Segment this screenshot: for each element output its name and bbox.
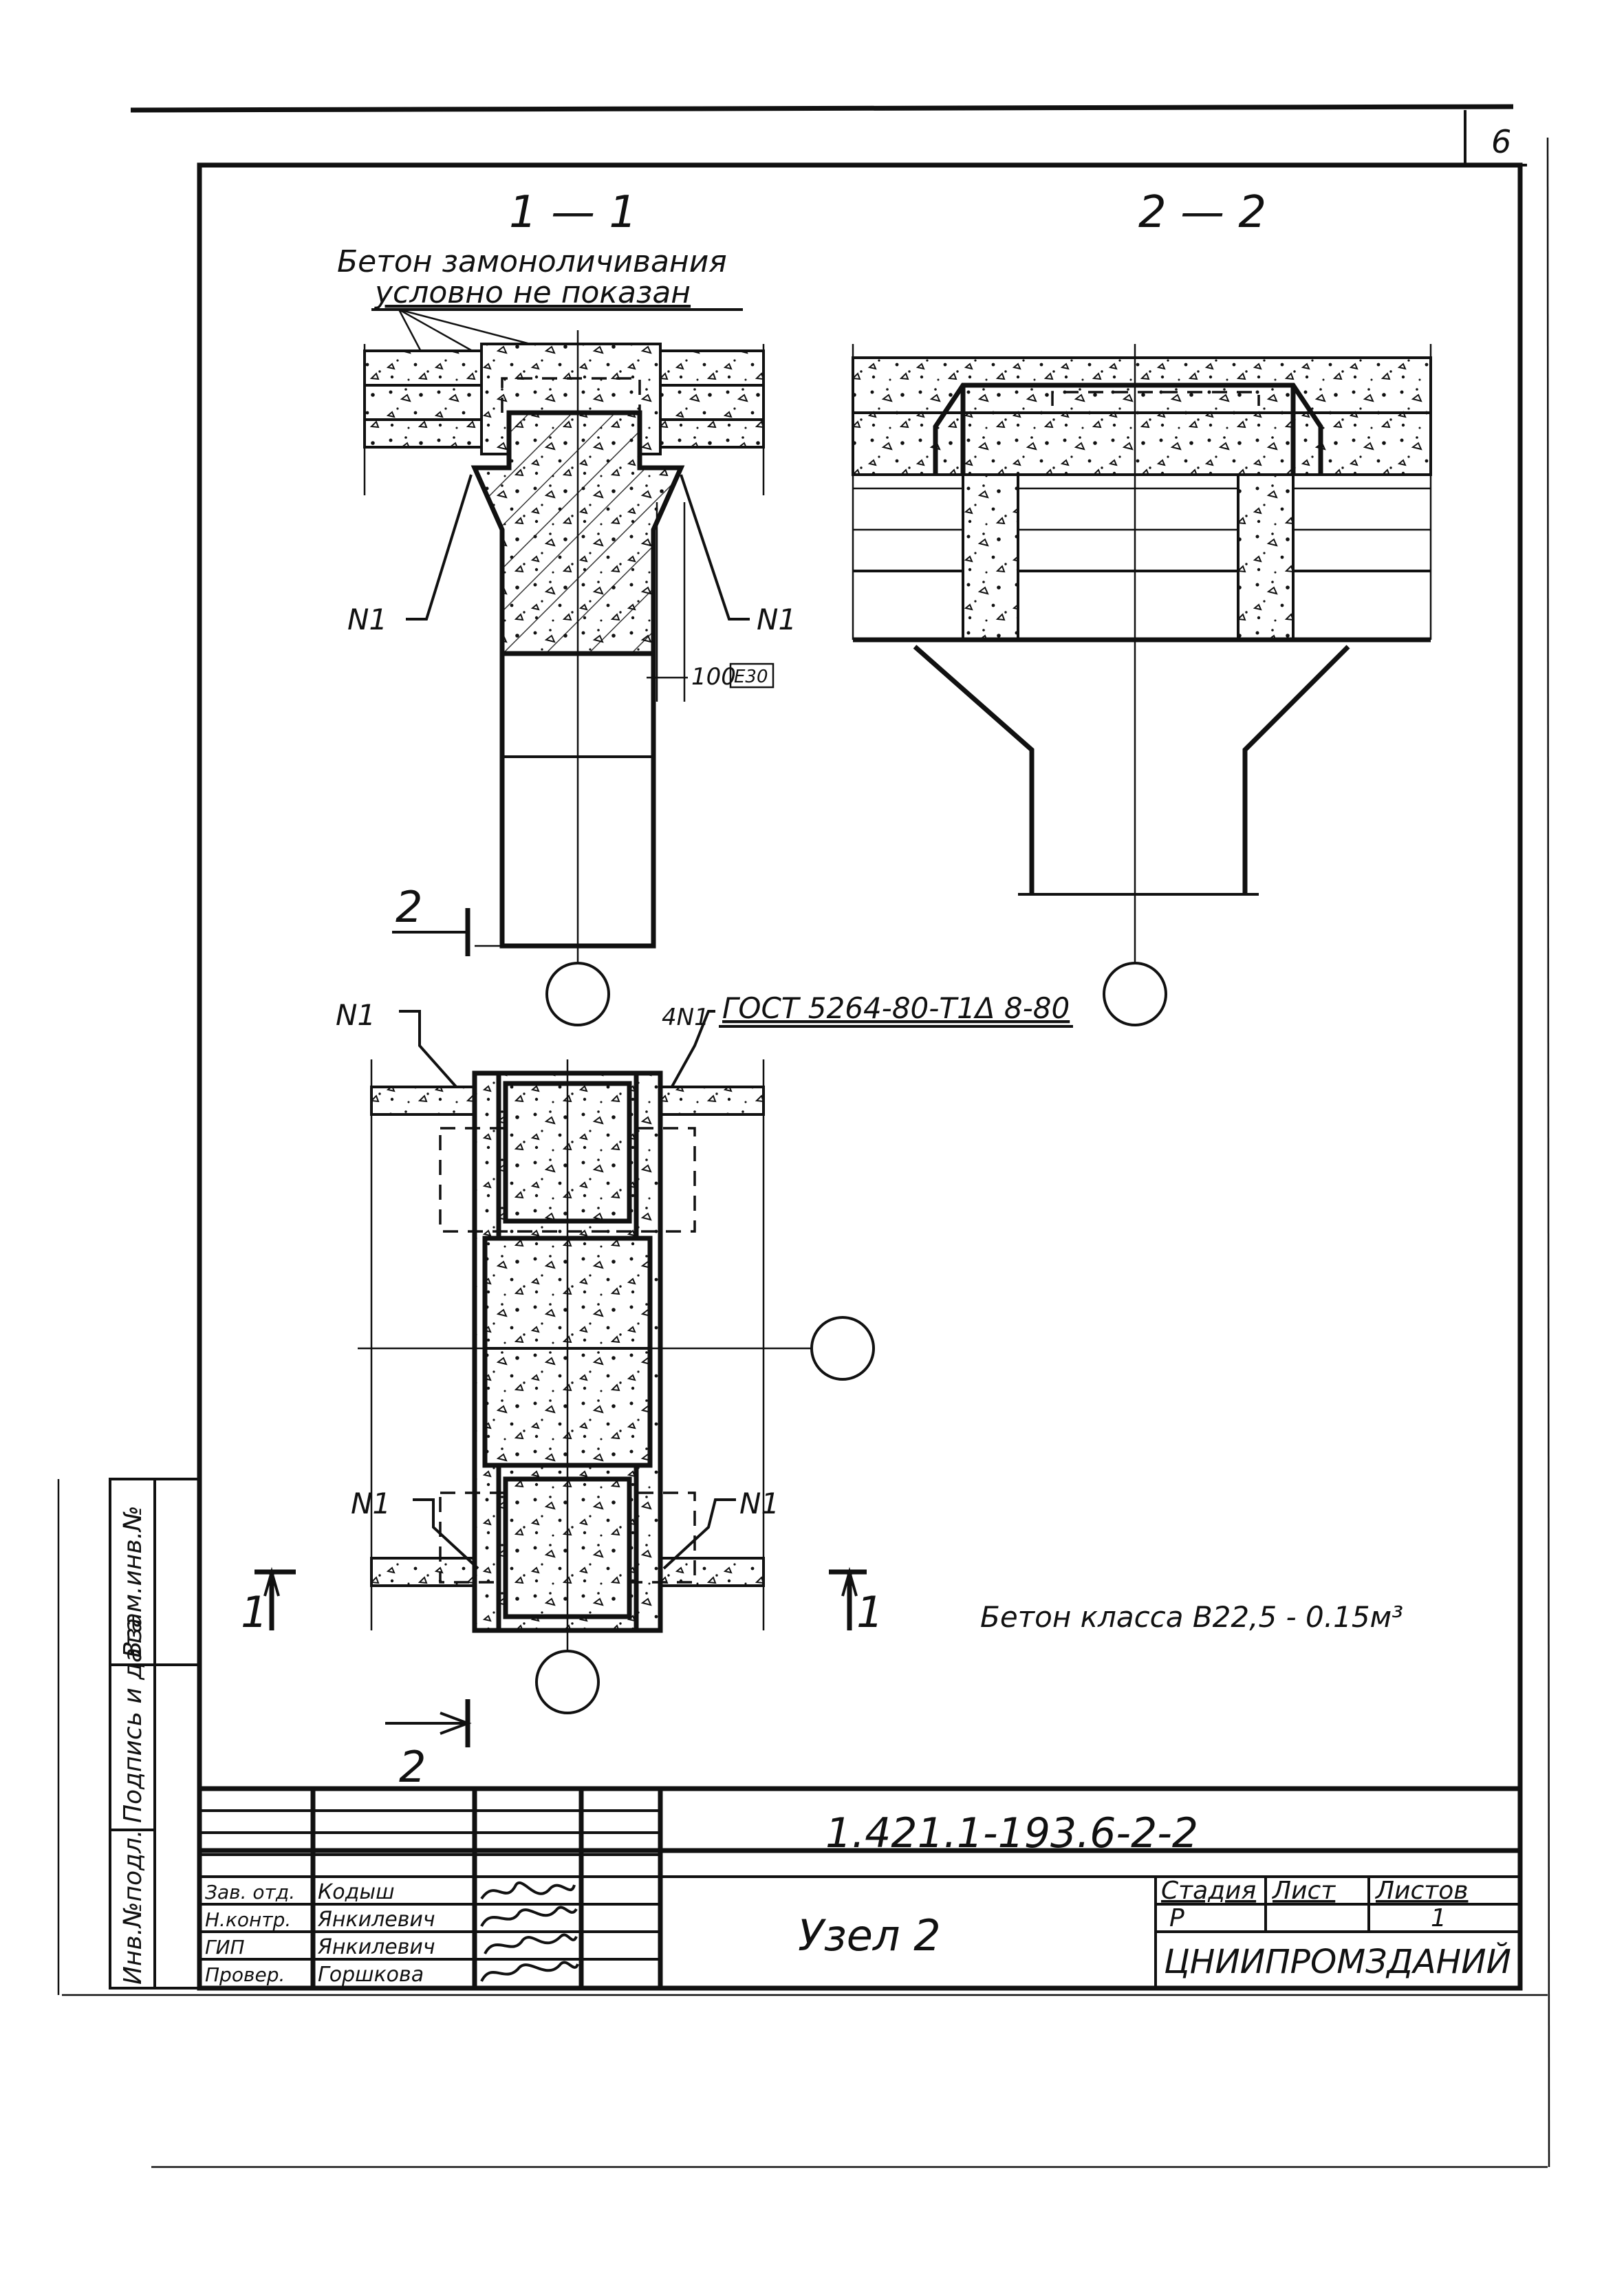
name-0: Кодыш <box>318 1880 395 1904</box>
marker-n1-plan-br: N1 <box>739 1487 779 1520</box>
marker-n1-plan-tl: N1 <box>336 998 376 1032</box>
side-stamp-col-1: Инв.№подл. <box>119 1830 147 1985</box>
side-stamp: Инв.№подл. Подпись и дата Взам.инв.№ <box>109 1478 201 1990</box>
page-number: 6 <box>1491 123 1511 160</box>
axis-marker-circle <box>545 962 610 1026</box>
dimension-100: 100 <box>691 663 736 691</box>
section-2-2-label: 2 — 2 <box>1138 187 1266 238</box>
note-line-2: условно не показан <box>373 275 691 310</box>
signature-3 <box>480 1961 579 1982</box>
drawing-title: Узел 2 <box>798 1910 941 1961</box>
stage-value: Р <box>1169 1904 1184 1932</box>
name-3: Горшкова <box>318 1963 424 1987</box>
gost-note: ГОСТ 5264-80-Т1Δ 8-80 <box>722 991 1070 1025</box>
signature-1 <box>480 1906 578 1928</box>
stage-header: Стадия <box>1161 1877 1256 1905</box>
axis-marker-circle-3 <box>810 1316 875 1381</box>
marker-n1-plan-bl: N1 <box>351 1487 391 1520</box>
section-1-1: 1 — 1 Бетон замоноличивания условно не п… <box>337 187 797 1026</box>
cut-2-top-label: 2 <box>396 882 422 932</box>
cut-1-right-label: 1 <box>856 1587 883 1637</box>
sheets-header: Листов <box>1374 1877 1468 1905</box>
role-3: Провер. <box>205 1963 285 1986</box>
plan-view: N1 4N1 ГОСТ 5264-80-Т1Δ 8-80 <box>241 991 1403 1792</box>
marker-n1-left: N1 <box>347 603 387 636</box>
sheet-header: Лист <box>1271 1877 1336 1905</box>
signature-0 <box>480 1882 576 1900</box>
organization: ЦНИИПРОМЗДАНИЙ <box>1164 1942 1511 1981</box>
signature-2 <box>484 1933 578 1955</box>
role-1: Н.контр. <box>205 1908 291 1931</box>
concrete-note: Бетон класса В22,5 - 0.15м³ <box>980 1600 1403 1634</box>
side-stamp-col-3: Взам.инв.№ <box>119 1505 147 1658</box>
sheet-frame <box>57 104 1550 2168</box>
role-0: Зав. отд. <box>205 1881 295 1904</box>
axis-marker-circle-4 <box>535 1650 600 1714</box>
name-2: Янкилевич <box>317 1935 435 1959</box>
marker-n1-right: N1 <box>757 603 797 636</box>
cut-1-left-label: 1 <box>241 1587 268 1637</box>
name-1: Янкилевич <box>317 1908 435 1932</box>
sheets-value: 1 <box>1431 1904 1447 1932</box>
note-line-1: Бетон замоноличивания <box>337 244 727 279</box>
title-block: 1.421.1-193.6-2-2 Узел 2 Стадия Лист Лис… <box>197 1786 1523 1991</box>
cut-2-bottom-label: 2 <box>399 1742 426 1792</box>
axis-marker-circle-2 <box>1103 962 1167 1026</box>
section-1-1-label: 1 — 1 <box>509 187 637 238</box>
role-2: ГИП <box>205 1936 245 1959</box>
section-2-2: 2 — 2 <box>852 187 1432 1026</box>
dimension-box-e30: Е30 <box>734 667 768 687</box>
doc-code: 1.421.1-193.6-2-2 <box>825 1809 1198 1857</box>
side-stamp-col-2: Подпись и дата <box>119 1618 147 1823</box>
